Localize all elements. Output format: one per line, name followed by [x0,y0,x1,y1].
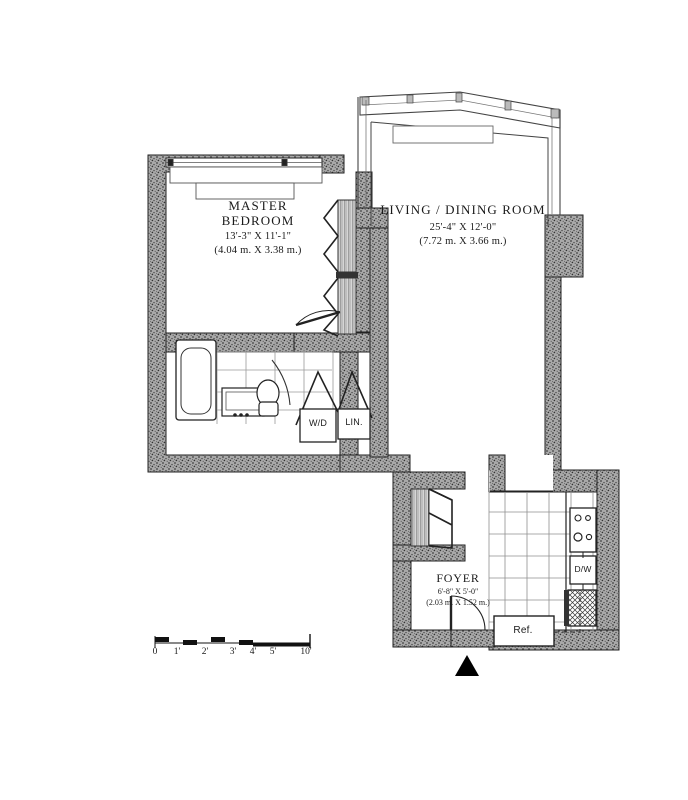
scale-tick-2: 2' [201,647,209,657]
foyer-closet [410,488,453,549]
door-swing-bedroom [295,310,341,326]
burner-3 [573,532,583,542]
vanity-fixture-left [233,413,237,417]
closet-wd [299,408,337,443]
sink-edge [564,590,569,626]
range [569,507,597,553]
scale-tick-3: 3' [229,647,237,657]
room-dimensions-living-dining-metric: (7.72 m. X 3.66 m.) [419,236,507,247]
room-label-foyer: FOYER [436,571,480,585]
scale-bar [154,634,311,648]
bedroom-door [295,310,341,327]
door-swing-wd [295,370,339,426]
scale-tick-end: 10' [300,647,312,657]
utility-closets [295,369,373,443]
entry-door [449,595,489,631]
fixture-arc [271,359,291,406]
bifold-swing-lower [322,277,340,337]
closet-divider [336,272,358,278]
door-leaf-bedroom [295,310,341,327]
vanity-basin [225,391,261,411]
scale-tick-5: 5' [269,647,277,657]
bathtub-basin [180,347,212,415]
entry-marker-triangle [455,655,479,676]
wall-foyer-bottom [392,629,452,648]
closet-door-bedroom-upper [337,199,357,273]
room-dimensions-foyer-metric: (2.03 m. X 1.52 m.) [426,598,490,607]
room-dimensions-master-bedroom-metric: (4.04 m. X 3.38 m.) [214,245,302,256]
door-swing-linen [337,369,373,419]
bathroom [175,338,334,424]
window-living-curtainwall [357,91,561,226]
door-swing-entry [450,595,486,631]
kitchen-opening [505,455,553,491]
wall-hall-bottom [339,454,411,473]
bedroom-closets [322,199,358,337]
scale-tick-1: 1' [173,647,181,657]
room-dimensions-foyer-imperial: 6'-8" X 5'-0" [437,587,479,596]
scale-seg-3 [239,640,253,645]
room-label-master-bedroom-line1: MASTER [228,198,288,213]
wall-bedroom-top-right [319,154,345,174]
window-bedroom-north [165,157,323,200]
upper-cabinet-dashed [554,592,581,633]
burner-4 [585,533,593,541]
refrigerator [493,615,555,647]
scale-seg-2 [211,637,225,642]
closet-label-linen: LIN. [345,417,363,427]
closet-door-foyer [410,488,430,547]
column-living-right [544,214,584,278]
wall-living-left [369,224,389,458]
wall-foyer-kitchen-bottom [450,629,496,648]
scale-tick-4: 4' [249,647,257,657]
sink [567,589,597,627]
appliance-label-dishwasher: D/W [574,564,592,574]
kitchen [488,455,597,647]
closet-linen [337,408,371,440]
room-label-living-dining-room: LIVING / DINING ROOM [380,202,546,217]
window-walls [165,91,561,226]
scale-tick-0: 0 [152,647,158,657]
room-dimensions-living-dining-imperial: 25'-4" X 12'-0" [429,222,497,233]
scale-seg-long [253,643,310,647]
column-kitchen-left [488,454,506,492]
room-label-master-bedroom-line2: BEDROOM [221,213,295,228]
burner-1 [574,514,582,522]
vanity-fixture-right [245,413,249,417]
room-dimensions-master-bedroom-imperial: 13'-3" X 11'-1" [224,231,292,242]
wall-foyer-closet-bottom [392,544,466,562]
vanity-fixture-center [239,413,243,417]
closet-door-bedroom-lower [337,277,357,335]
bifold-swing-upper [322,199,340,273]
burner-2 [585,515,591,521]
wall-hall-right [339,351,359,458]
appliance-label-refrigerator: Ref. [513,625,533,636]
dishwasher [569,555,597,585]
toilet-tank [258,401,279,417]
wall-kitchen-right [596,469,620,651]
closet-label-washer-dryer: W/D [308,418,328,428]
